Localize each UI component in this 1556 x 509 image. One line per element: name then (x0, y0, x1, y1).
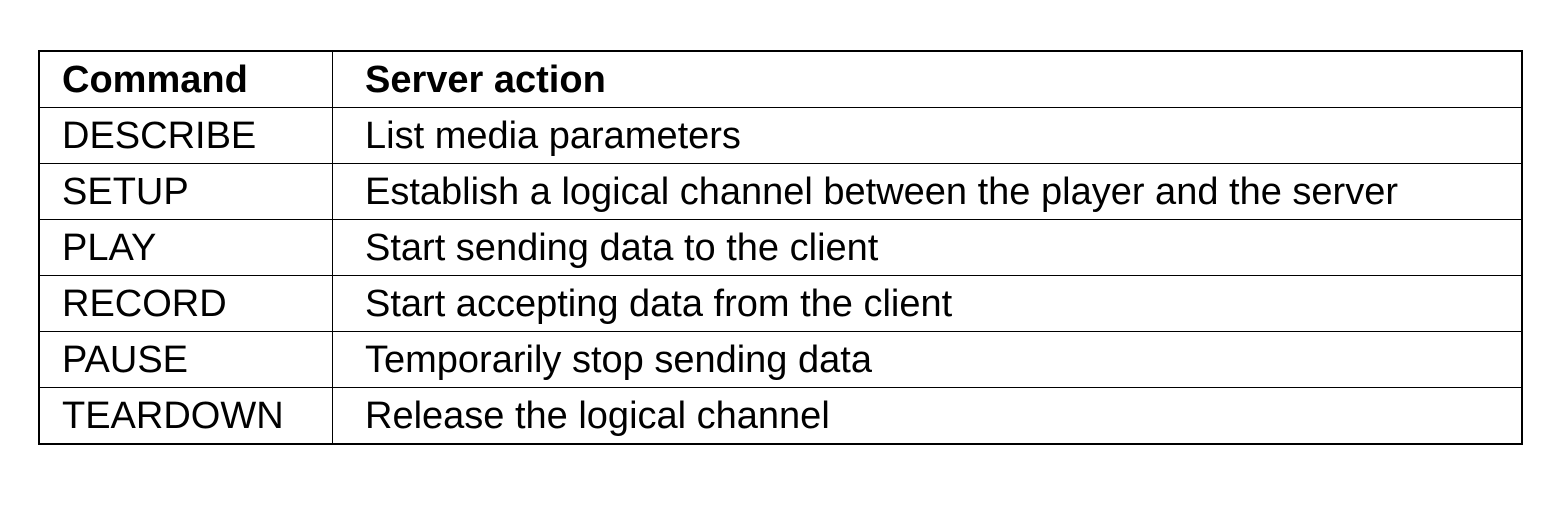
header-row: Command Server action (38, 50, 1523, 108)
table-row: SETUP Establish a logical channel betwee… (38, 163, 1523, 220)
action-cell: Start sending data to the client (332, 219, 1523, 276)
command-cell: DESCRIBE (38, 107, 333, 164)
table-row: TEARDOWN Release the logical channel (38, 387, 1523, 445)
command-cell: RECORD (38, 275, 333, 332)
command-cell: SETUP (38, 163, 333, 220)
table-header: Command Server action (38, 50, 1523, 108)
action-cell: Start accepting data from the client (332, 275, 1523, 332)
action-cell: Temporarily stop sending data (332, 331, 1523, 388)
action-cell: Release the logical channel (332, 387, 1523, 445)
action-cell: List media parameters (332, 107, 1523, 164)
command-cell: PLAY (38, 219, 333, 276)
command-cell: PAUSE (38, 331, 333, 388)
table-row: PLAY Start sending data to the client (38, 219, 1523, 276)
command-table: Command Server action DESCRIBE List medi… (38, 50, 1523, 445)
table-row: PAUSE Temporarily stop sending data (38, 331, 1523, 388)
table-body: DESCRIBE List media parameters SETUP Est… (38, 107, 1523, 445)
header-server-action: Server action (332, 50, 1523, 108)
command-table-container: Command Server action DESCRIBE List medi… (38, 50, 1523, 445)
table-row: DESCRIBE List media parameters (38, 107, 1523, 164)
command-cell: TEARDOWN (38, 387, 333, 445)
header-command: Command (38, 50, 333, 108)
table-row: RECORD Start accepting data from the cli… (38, 275, 1523, 332)
action-cell: Establish a logical channel between the … (332, 163, 1523, 220)
